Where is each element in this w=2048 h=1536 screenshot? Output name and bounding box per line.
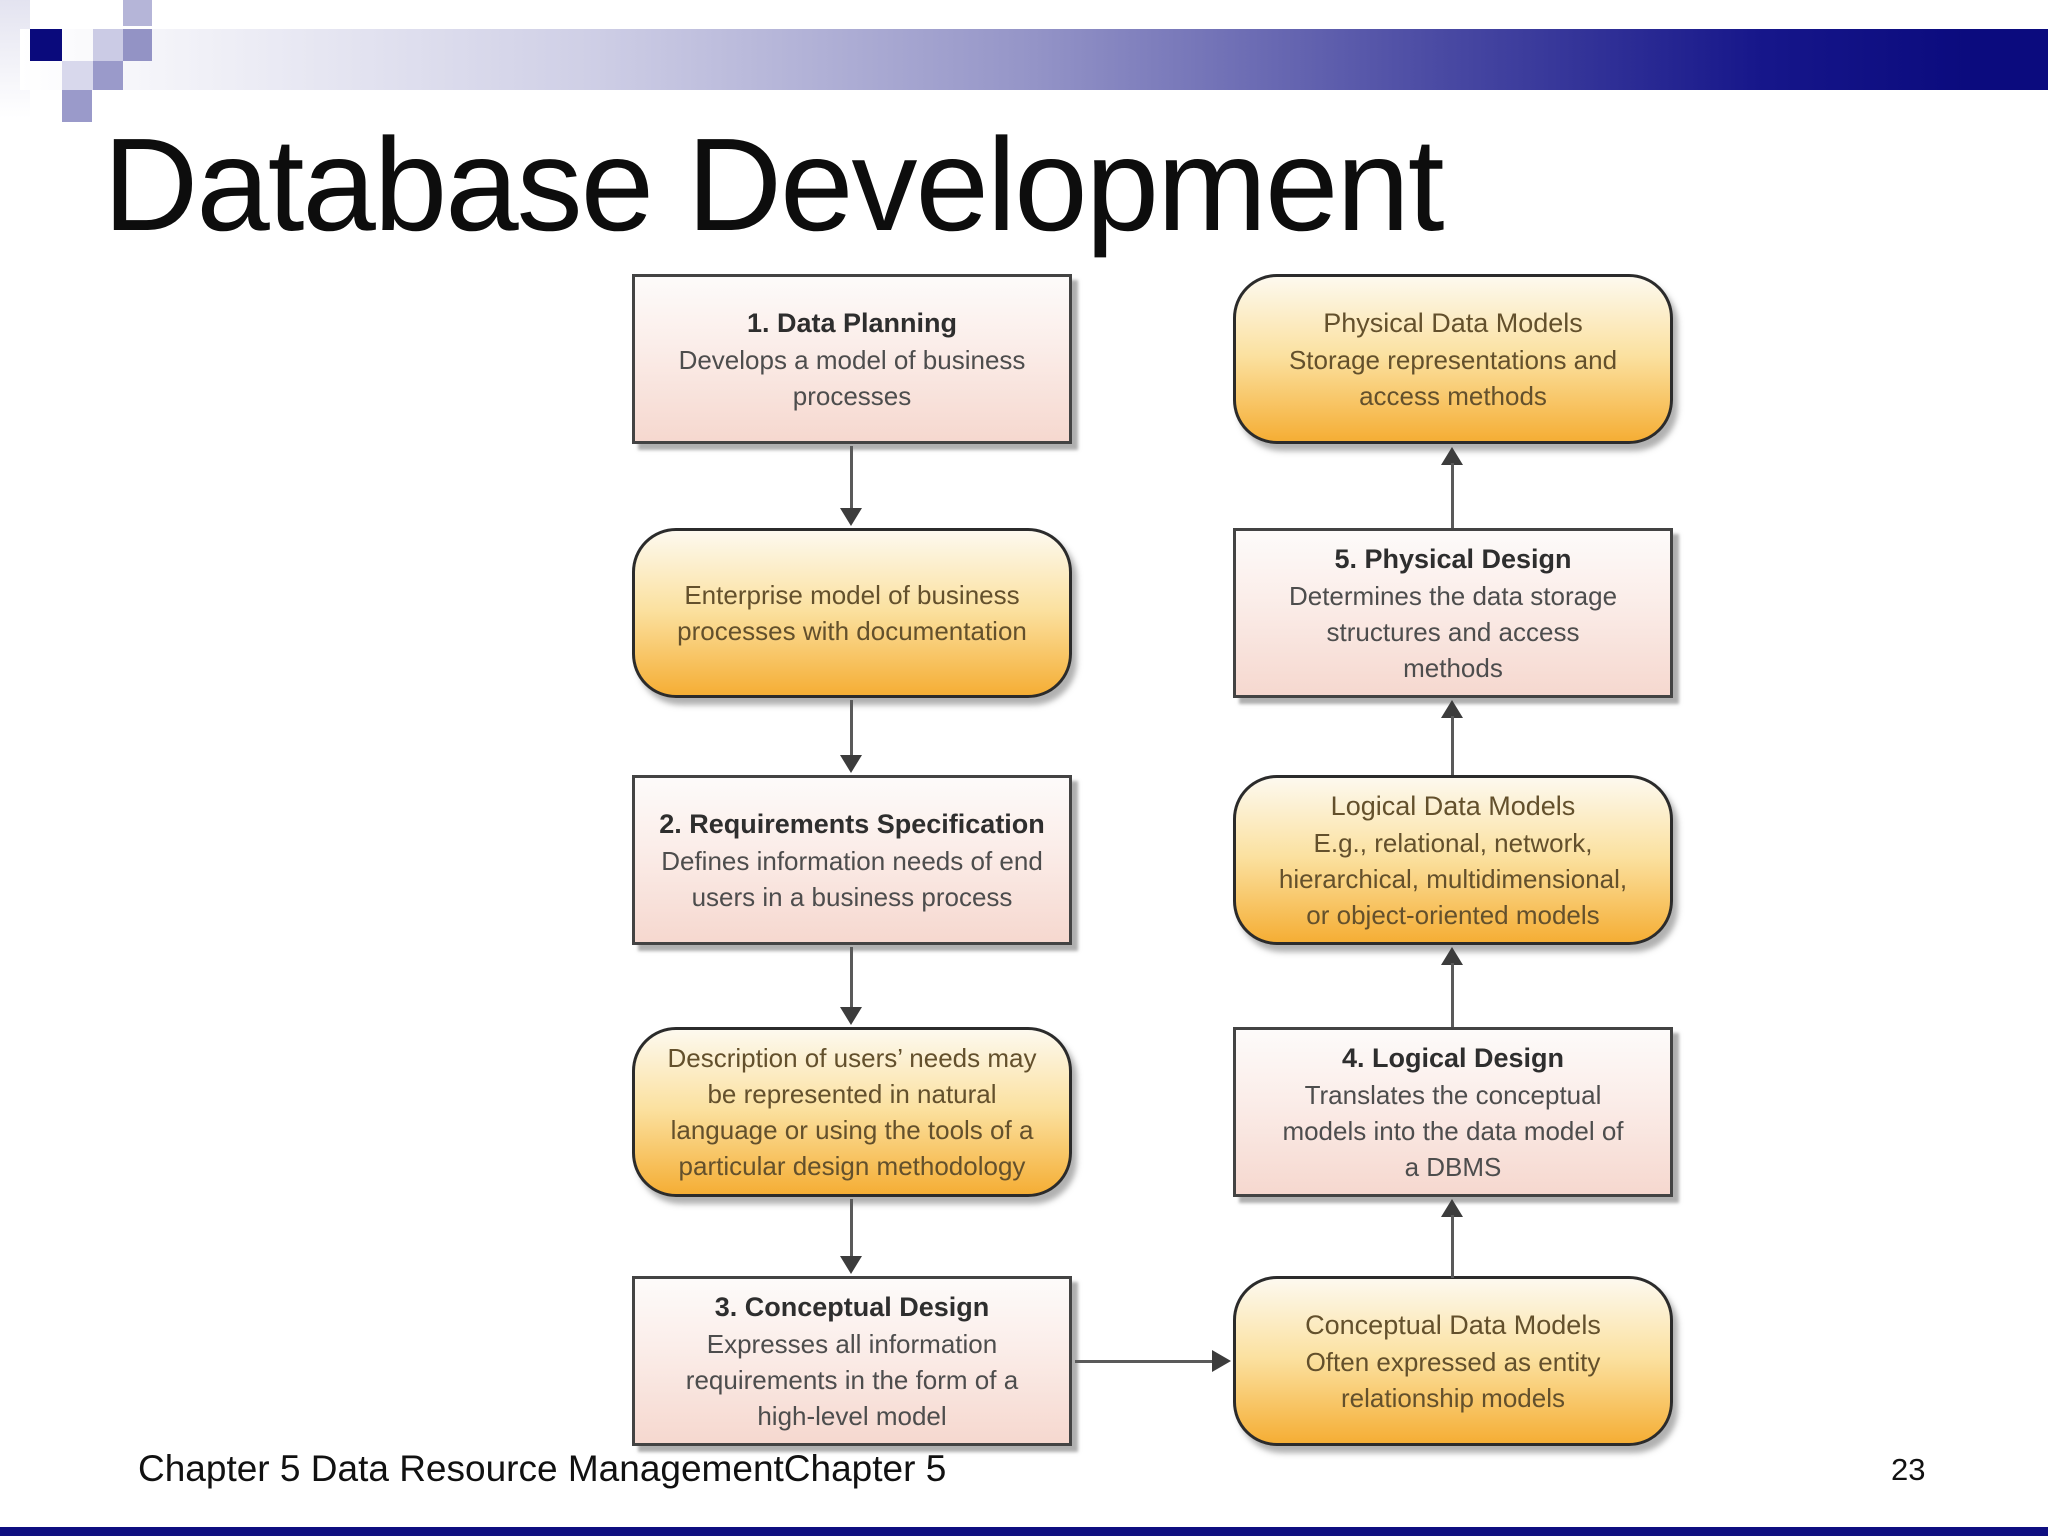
flow-box-physical-design: 5. Physical Design Determines the data s… [1233, 528, 1673, 698]
footer-text: Chapter 5 Data Resource ManagementChapte… [138, 1448, 947, 1489]
arrow-down-icon [840, 508, 862, 526]
arrow-up-icon [1441, 947, 1463, 965]
box-body: Develops a model of business processes [678, 344, 1026, 411]
box-title: 2. Requirements Specification [659, 808, 1045, 839]
deco-square-navy [30, 29, 62, 61]
arrow-up-icon [1441, 1199, 1463, 1217]
box-title: Physical Data Models [1323, 307, 1583, 338]
arrow-down-icon [840, 1007, 862, 1025]
deco-square [123, 0, 152, 26]
box-body: Translates the conceptual models into th… [1282, 1079, 1624, 1182]
box-title: 5. Physical Design [1334, 543, 1572, 574]
deco-square [93, 61, 123, 90]
page-title: Database Development [103, 111, 1444, 258]
flow-box-enterprise-model: Enterprise model of business processes w… [632, 528, 1072, 698]
arrow-line [1075, 1360, 1215, 1363]
box-title: 1. Data Planning [746, 307, 958, 338]
box-body: Description of users’ needs may be repre… [667, 1043, 1037, 1181]
box-body: Defines information needs of end users i… [661, 845, 1043, 912]
box-body: E.g., relational, network, hierarchical,… [1278, 827, 1628, 930]
box-title: Logical Data Models [1330, 790, 1576, 821]
flow-box-requirements-specification: 2. Requirements Specification Defines in… [632, 775, 1072, 945]
deco-square [123, 29, 152, 61]
deco-square [93, 29, 123, 61]
flow-box-users-needs-description: Description of users’ needs may be repre… [632, 1027, 1072, 1197]
arrow-line [850, 1199, 853, 1258]
bottom-strip [0, 1527, 2048, 1536]
flow-box-logical-data-models: Logical Data Models E.g., relational, ne… [1233, 775, 1673, 945]
arrow-line [1451, 1215, 1454, 1278]
arrow-line [1451, 463, 1454, 528]
arrow-line [850, 947, 853, 1009]
box-title: Conceptual Data Models [1305, 1309, 1601, 1340]
flow-box-logical-design: 4. Logical Design Translates the concept… [1233, 1027, 1673, 1197]
page-number: 23 [1891, 1452, 1926, 1487]
arrow-line [1451, 716, 1454, 775]
arrow-up-icon [1441, 700, 1463, 718]
arrow-right-icon [1212, 1350, 1231, 1372]
arrow-line [1451, 963, 1454, 1027]
arrow-down-icon [840, 1256, 862, 1274]
arrow-down-icon [840, 755, 862, 773]
box-body: Expresses all information requirements i… [685, 1328, 1019, 1431]
flow-box-conceptual-design: 3. Conceptual Design Expresses all infor… [632, 1276, 1072, 1446]
arrow-up-icon [1441, 447, 1463, 465]
arrow-line [850, 446, 853, 510]
box-body: Storage representations and access metho… [1288, 344, 1618, 411]
box-title: 4. Logical Design [1341, 1042, 1565, 1073]
flow-box-conceptual-data-models: Conceptual Data Models Often expressed a… [1233, 1276, 1673, 1446]
box-body: Enterprise model of business processes w… [677, 580, 1027, 646]
arrow-line [850, 700, 853, 757]
header-gradient-bar [20, 29, 2048, 90]
flow-box-data-planning: 1. Data Planning Develops a model of bus… [632, 274, 1072, 444]
box-body: Often expressed as entity relationship m… [1305, 1346, 1601, 1413]
deco-square [62, 90, 92, 122]
box-title: 3. Conceptual Design [714, 1291, 990, 1322]
deco-square [62, 61, 93, 90]
flow-box-physical-data-models: Physical Data Models Storage representat… [1233, 274, 1673, 444]
box-body: Determines the data storage structures a… [1288, 580, 1618, 683]
